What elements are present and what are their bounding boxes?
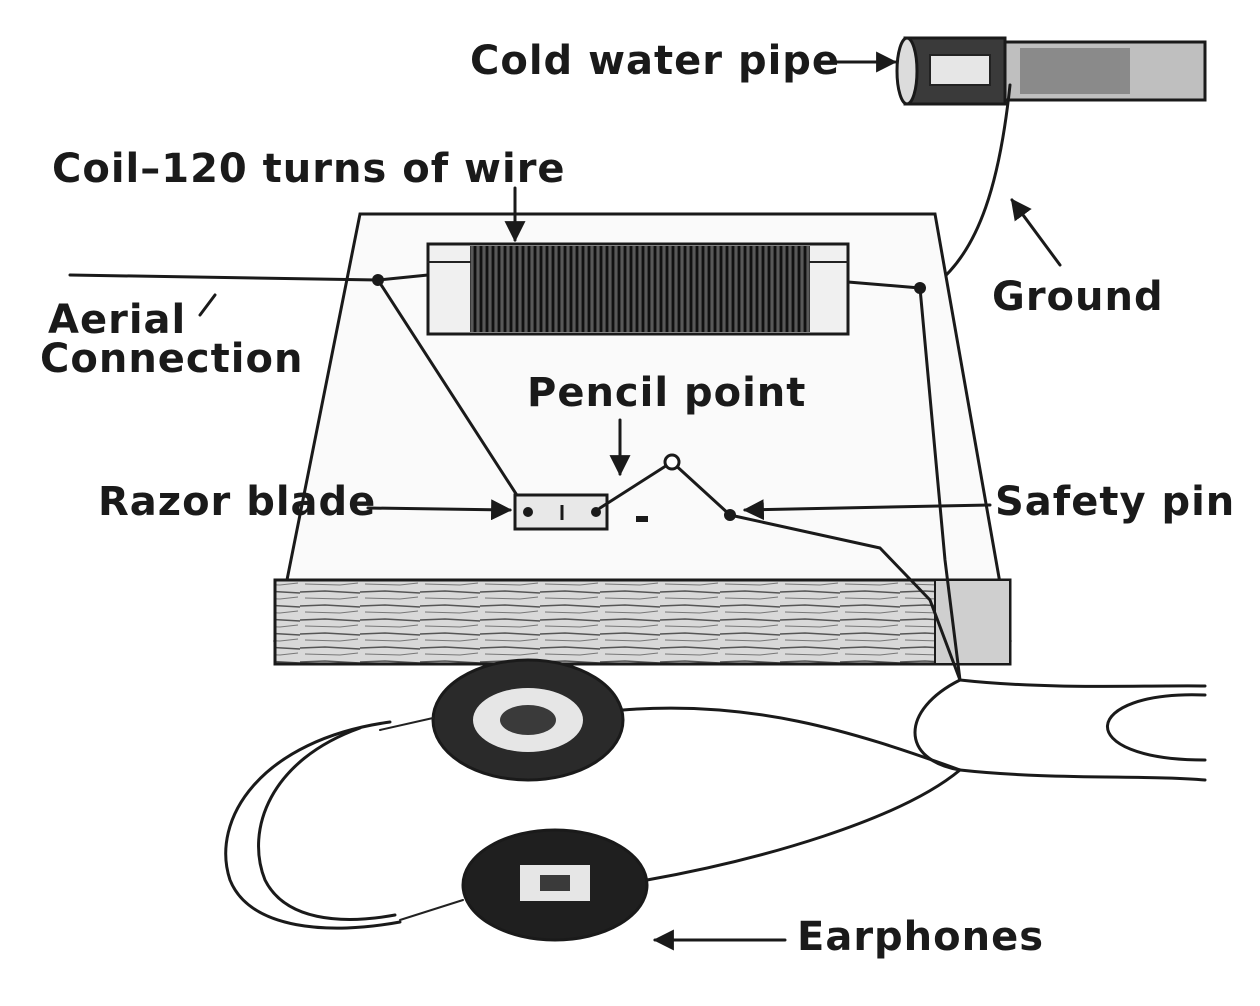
aerial-to-blade-wire	[376, 278, 522, 502]
razor-blade-arrow	[366, 499, 513, 521]
headband-inner	[257, 726, 397, 921]
aerial-label: Aerial	[48, 297, 186, 343]
pencil-point	[663, 453, 681, 471]
safety-pin-label: Safety pin	[995, 479, 1235, 525]
ground-label: Ground	[992, 274, 1164, 320]
cold-water-pipe-label: Cold water pipe	[470, 38, 840, 84]
safety-pin-drop-wire	[728, 513, 962, 682]
coil	[426, 242, 850, 336]
earphones-label: Earphones	[797, 914, 1044, 960]
upper-earphone	[379, 658, 962, 782]
razor-blade	[513, 493, 609, 531]
cord-branch	[913, 678, 1207, 782]
coil-ground-lead	[846, 280, 922, 290]
ground-drop-wire	[918, 286, 962, 682]
connection-label: Connection	[40, 336, 303, 382]
lower-earphone	[399, 768, 962, 942]
razor-blade-label: Razor blade	[98, 479, 376, 525]
pencil-point-label: Pencil point	[527, 370, 806, 416]
coil-label: Coil–120 turns of wire	[52, 146, 566, 192]
aerial-pointer	[198, 293, 217, 317]
cold-water-pipe	[895, 36, 1207, 106]
ground-wire	[933, 83, 1012, 287]
safety-pin-arrow	[742, 499, 992, 521]
ground-arrow	[1010, 198, 1062, 267]
headband	[224, 720, 402, 930]
cord-loop	[1106, 693, 1207, 762]
earphone-cord	[958, 678, 1207, 688]
